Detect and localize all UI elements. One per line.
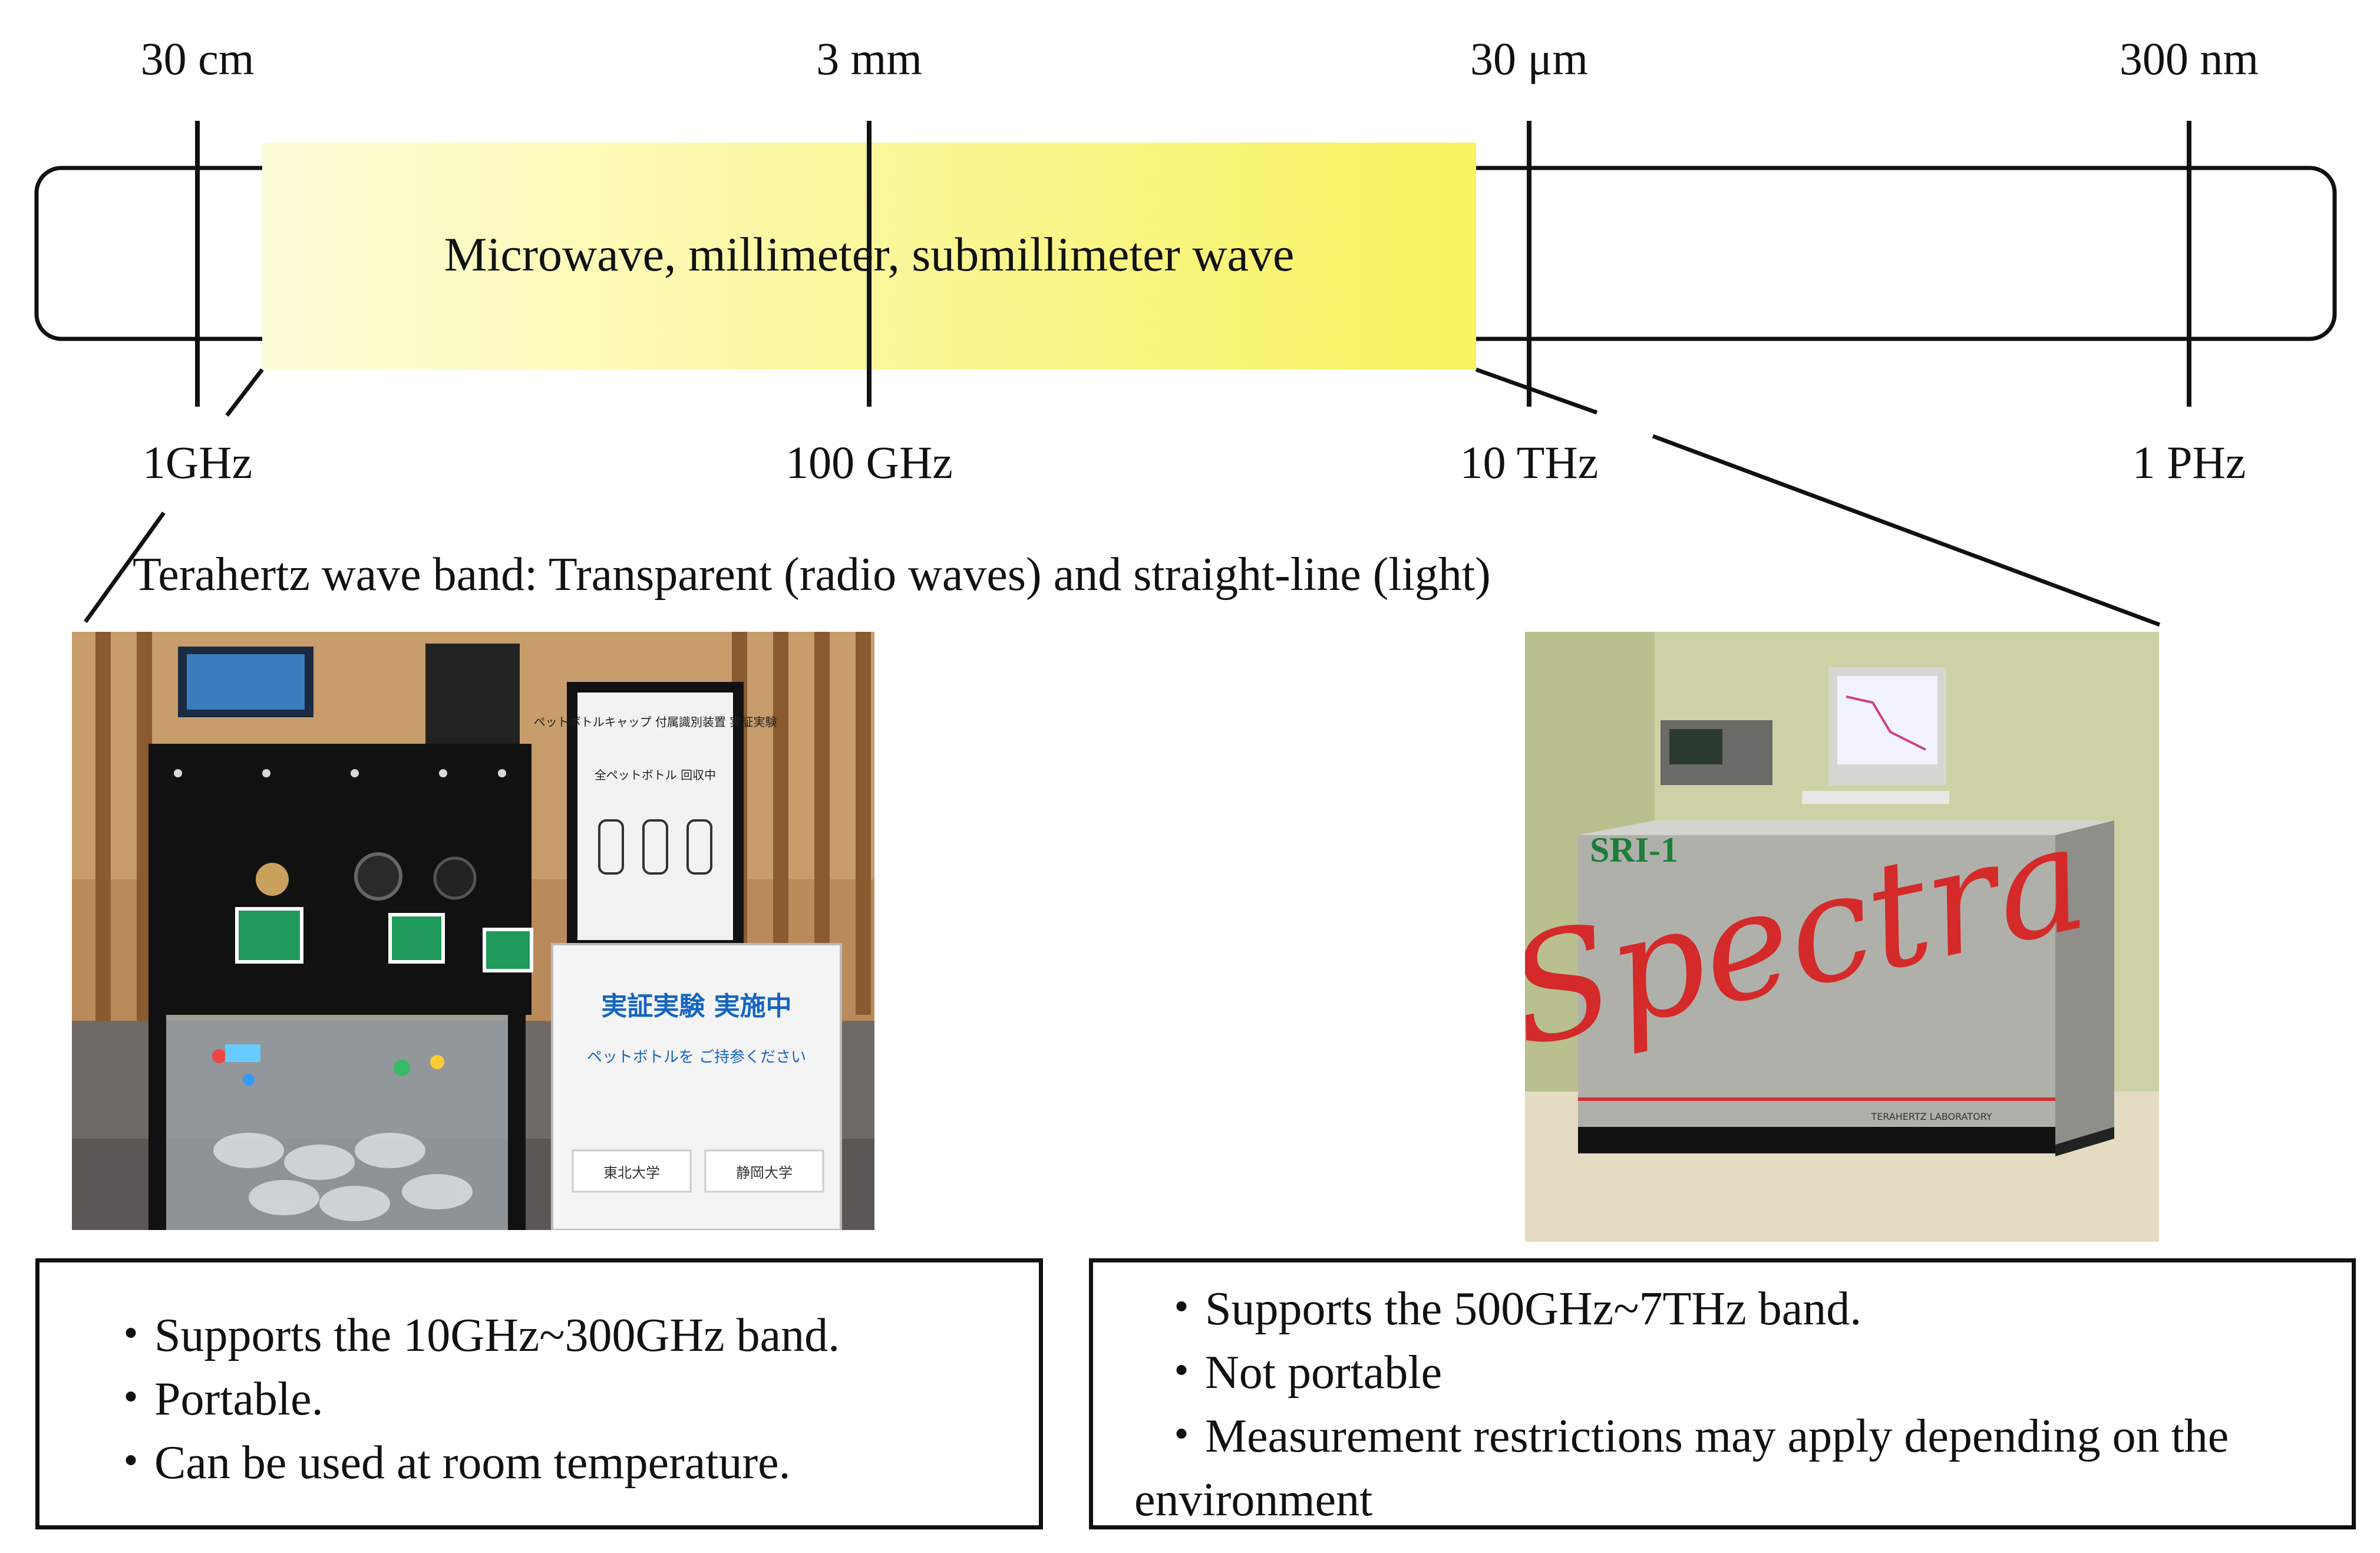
wavelength-label-30cm: 30 cm xyxy=(140,33,255,84)
wavelength-label-30um: 30 μm xyxy=(1470,33,1588,84)
screen-status-text: 全ペットボトル 回収中 xyxy=(595,768,716,782)
frequency-label-1ghz: 1GHz xyxy=(142,437,253,488)
frequency-label-10thz: 10 THz xyxy=(1460,437,1599,488)
sign-sub-text: ペットボトルを ご持参ください xyxy=(587,1048,806,1066)
terahertz-headline: Terahertz wave band: Transparent (radio … xyxy=(133,549,1491,601)
right-feature-measurement-restrictions: ・Measurement restrictions may apply depe… xyxy=(1158,1410,2229,1462)
right-feature-bandwidth: ・Supports the 500GHz~7THz band. xyxy=(1158,1283,1862,1335)
right-features-box: ・Supports the 500GHz~7THz band. ・Not por… xyxy=(1089,1258,2356,1529)
left-features-box: ・Supports the 10GHz~300GHz band. ・Portab… xyxy=(35,1258,1043,1529)
recycling-machine-illustration: ペットボトルキャップ 付属識別装置 実証実験 全ペットボトル 回収中 実証実験 … xyxy=(72,632,874,1230)
wavelength-label-3mm: 3 mm xyxy=(816,33,922,84)
band-label: Microwave, millimeter, submillimeter wav… xyxy=(444,227,1295,281)
maker-label: TERAHERTZ LABORATORY xyxy=(1870,1111,1992,1122)
frequency-label-1phz: 1 PHz xyxy=(2132,437,2246,488)
model-label: SRI-1 xyxy=(1590,830,1678,869)
connector-left-lower xyxy=(84,511,166,624)
screen-title-text: ペットボトルキャップ 付属識別装置 実証実験 xyxy=(534,715,777,729)
right-feature-environment: environment xyxy=(1134,1474,1373,1526)
sign-logo-1-text: 東北大学 xyxy=(603,1165,660,1181)
left-feature-bandwidth: ・Supports the 10GHz~300GHz band. xyxy=(107,1310,840,1361)
sign-main-text: 実証実験 実施中 xyxy=(601,991,791,1021)
left-feature-room-temperature: ・Can be used at room temperature. xyxy=(107,1437,791,1489)
connector-right-lower xyxy=(1652,434,2161,627)
right-device-photo: SRI-1 Spectra TERAHERTZ LABORATORY xyxy=(1525,632,2159,1242)
connector-right-upper xyxy=(1475,367,1598,415)
connector-left-upper xyxy=(225,368,264,417)
frequency-label-100ghz: 100 GHz xyxy=(785,437,953,488)
right-feature-not-portable: ・Not portable xyxy=(1158,1347,1442,1399)
left-device-photo: ペットボトルキャップ 付属識別装置 実証実験 全ペットボトル 回収中 実証実験 … xyxy=(72,632,874,1230)
wavelength-label-300nm: 300 nm xyxy=(2119,33,2259,84)
left-feature-portable: ・Portable. xyxy=(107,1373,324,1425)
sign-logo-2-text: 静岡大学 xyxy=(736,1165,793,1181)
spectra-instrument-illustration: SRI-1 Spectra TERAHERTZ LABORATORY xyxy=(1525,632,2159,1242)
